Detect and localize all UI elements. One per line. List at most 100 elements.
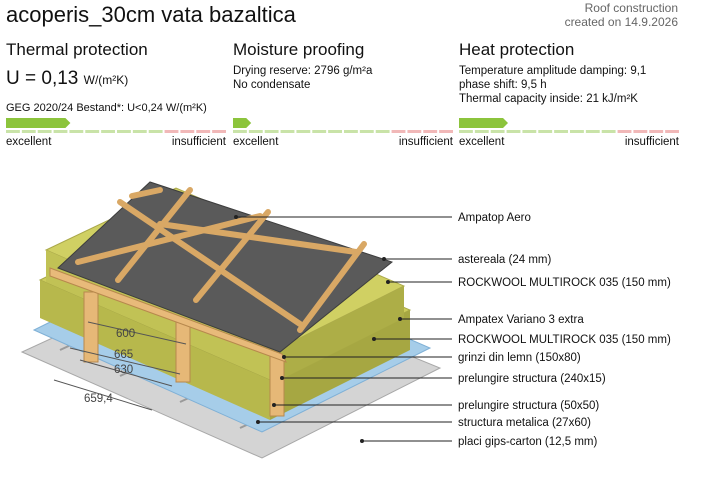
amplitude-damping: Temperature amplitude damping: 9,1 — [459, 65, 647, 77]
moisture-proofing-panel: Moisture proofing Drying reserve: 2796 g… — [233, 40, 455, 148]
thermal-rating-scale — [6, 118, 226, 133]
scale-segment — [506, 130, 521, 133]
moisture-scale-left: excellent — [233, 136, 279, 148]
lower-insulation-front — [40, 280, 270, 420]
dimension-665: 665 — [114, 349, 133, 361]
thermal-scale-left: excellent — [6, 136, 52, 148]
roof-membrane — [57, 181, 394, 353]
layer-label: placi gips-carton (12,5 mm) — [458, 436, 597, 448]
heat-scale-left: excellent — [459, 136, 505, 148]
heat-scale-right: insufficient — [624, 136, 679, 148]
scale-segment — [296, 130, 311, 133]
wooden-beams — [83, 291, 285, 417]
scale-segment — [459, 130, 473, 133]
u-value: U = 0,13 W/(m²K) — [6, 68, 228, 90]
drying-reserve: Drying reserve: 2796 g/m²a — [233, 65, 373, 77]
layer-label: Ampatop Aero — [458, 212, 531, 224]
scale-segment — [490, 130, 505, 133]
upper-insulation-side — [276, 286, 404, 382]
scale-segment — [101, 130, 115, 133]
dimension-600: 600 — [116, 328, 135, 340]
meta-date: created on 14.9.2026 — [564, 15, 678, 29]
leader-lines — [236, 216, 452, 442]
scale-segment — [53, 130, 68, 133]
heat-rating-scale — [459, 118, 679, 133]
layer-label: ROCKWOOL MULTIROCK 035 (150 mm) — [458, 277, 671, 289]
scale-segment — [538, 130, 553, 133]
layer-label: astereala (24 mm) — [458, 254, 551, 266]
scale-segment — [439, 130, 453, 133]
scale-segment — [570, 130, 584, 133]
moisture-heading: Moisture proofing — [233, 40, 365, 59]
meta-type: Roof construction — [584, 1, 678, 15]
scale-segment — [522, 130, 537, 133]
scale-segment — [196, 130, 211, 133]
thermal-heading: Thermal protection — [6, 40, 148, 59]
upper-insulation-front — [46, 250, 276, 382]
scale-segment — [474, 130, 489, 133]
upper-insulation-top — [44, 187, 406, 351]
rating-indicator — [6, 118, 71, 128]
scale-segment — [6, 130, 20, 133]
scale-segment — [164, 130, 179, 133]
scale-segment — [585, 130, 600, 133]
lower-insulation-top — [38, 211, 412, 381]
scale-segment — [85, 130, 100, 133]
u-value-number: U = 0,13 — [6, 68, 79, 89]
layer-label: structura metalica (27x60) — [458, 417, 591, 429]
dimension-630: 630 — [114, 364, 133, 376]
scale-segment — [132, 130, 147, 133]
rating-indicator — [233, 118, 252, 128]
moisture-details: Drying reserve: 2796 g/m²a No condensate — [233, 64, 372, 92]
scale-segment — [21, 130, 36, 133]
scale-segment — [359, 130, 374, 133]
scale-segment — [248, 130, 263, 133]
layer-label: prelungire structura (240x15) — [458, 373, 606, 385]
geg-requirement: GEG 2020/24 Bestand*: U<0,24 W/(m²K) — [6, 102, 207, 114]
heat-protection-panel: Heat protection Temperature amplitude da… — [459, 40, 681, 148]
construction-meta: Roof construction created on 14.9.2026 — [565, 1, 678, 29]
gypsum-board — [20, 269, 442, 459]
condensate-status: No condensate — [233, 79, 311, 91]
scale-segment — [212, 130, 226, 133]
scale-segment — [407, 130, 422, 133]
scale-segment — [69, 130, 84, 133]
scale-segment — [180, 130, 195, 133]
phase-shift: phase shift: 9,5 h — [459, 79, 547, 91]
scale-segment — [264, 130, 279, 133]
scale-segment — [665, 130, 679, 133]
moisture-scale-right: insufficient — [398, 136, 453, 148]
scale-segment — [344, 130, 358, 133]
lower-insulation-side — [270, 310, 410, 420]
front-edge-batten — [49, 267, 288, 363]
scale-segment — [312, 130, 327, 133]
dimension-659-4: 659,4 — [84, 393, 113, 405]
scale-segment — [423, 130, 438, 133]
vapor-membrane — [32, 247, 432, 433]
leader-dots — [234, 215, 402, 443]
metal-structure — [59, 267, 419, 429]
page-title: acoperis_30cm vata bazaltica — [6, 2, 296, 27]
moisture-rating-scale — [233, 118, 453, 133]
scale-segment — [375, 130, 390, 133]
scale-segment — [280, 130, 295, 133]
rating-indicator — [459, 118, 508, 128]
scale-segment — [233, 130, 247, 133]
layer-label: Ampatex Variano 3 extra — [458, 314, 584, 326]
thermal-protection-panel: Thermal protection U = 0,13 W/(m²K) GEG … — [6, 40, 228, 148]
scale-segment — [649, 130, 664, 133]
scale-segment — [328, 130, 342, 133]
scale-segment — [601, 130, 616, 133]
layer-label: prelungire structura (50x50) — [458, 400, 599, 412]
scale-segment — [37, 130, 52, 133]
dimension-lines — [53, 321, 187, 411]
layer-label: ROCKWOOL MULTIROCK 035 (150 mm) — [458, 334, 671, 346]
heat-details: Temperature amplitude damping: 9,1 phase… — [459, 64, 646, 106]
scale-segment — [617, 130, 632, 133]
heat-heading: Heat protection — [459, 40, 575, 59]
scale-segment — [117, 130, 131, 133]
layer-label: grinzi din lemn (150x80) — [458, 352, 581, 364]
scale-segment — [633, 130, 648, 133]
scale-segment — [554, 130, 568, 133]
u-value-unit: W/(m²K) — [83, 73, 129, 87]
